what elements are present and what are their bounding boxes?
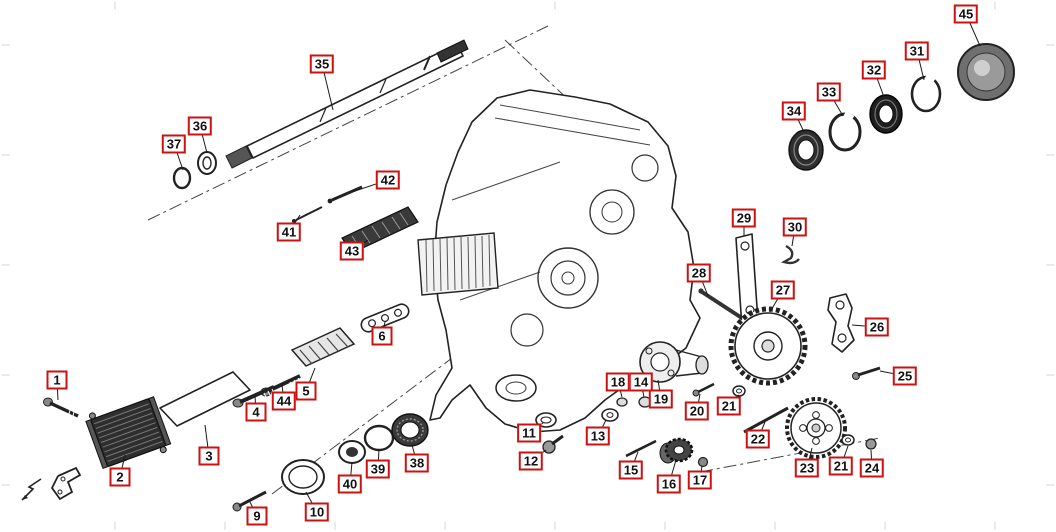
part-callout-12: 12: [518, 451, 544, 471]
part-callout-10: 10: [304, 502, 330, 522]
drawing-snap-ring-33: [828, 110, 862, 152]
drawing-bearing-34: [788, 129, 824, 171]
drawing-gear-23: [785, 397, 847, 459]
part-callout-20: 20: [684, 401, 710, 421]
part-callout-41: 41: [276, 222, 302, 242]
part-callout-29: 29: [731, 208, 757, 228]
part-callout-31: 31: [904, 41, 930, 61]
drawing-bushing-18: [616, 397, 628, 407]
part-callout-42: 42: [375, 170, 401, 190]
part-callout-25: 25: [892, 366, 918, 386]
drawing-plate-6: [360, 303, 410, 333]
part-callout-38: 38: [404, 453, 430, 473]
part-callout-44: 44: [271, 391, 297, 411]
part-callout-21b: 21: [828, 456, 854, 476]
drawing-gear-16: [659, 437, 694, 464]
part-callout-40: 40: [337, 474, 363, 494]
part-callout-3: 3: [198, 446, 220, 466]
drawing-oil-cooler-2: [85, 396, 172, 470]
part-callout-18: 18: [605, 372, 631, 392]
drawing-crankcase: [417, 89, 701, 433]
part-callout-22: 22: [745, 429, 771, 449]
part-callout-34: 34: [781, 101, 807, 121]
drawing-block-5: [290, 327, 356, 367]
part-callout-19: 19: [648, 389, 674, 409]
drawing-pin-22: [743, 406, 789, 434]
part-callout-33: 33: [816, 82, 842, 102]
drawing-nut-17: [697, 456, 709, 468]
drawing-bolt-25: [852, 366, 881, 380]
part-callout-26: 26: [864, 317, 890, 337]
drawing-cap-45: [957, 43, 1015, 101]
part-callout-35: 35: [309, 54, 335, 74]
drawing-bearing-32: [869, 94, 903, 134]
part-callout-37: 37: [161, 134, 187, 154]
part-callout-30: 30: [782, 217, 808, 237]
drawing-bolt-1: [43, 397, 79, 418]
part-callout-4: 4: [245, 402, 267, 422]
part-callout-23: 23: [794, 458, 820, 478]
drawing-arrow-symbol: [21, 478, 42, 501]
drawing-knurled-ring-38: [391, 413, 429, 447]
drawing-nut-24: [865, 438, 877, 450]
part-callout-9: 9: [246, 506, 268, 526]
part-callout-45: 45: [953, 4, 979, 24]
part-callout-13: 13: [585, 426, 611, 446]
part-callout-21a: 21: [716, 396, 742, 416]
part-callout-28: 28: [686, 263, 712, 283]
part-callout-15: 15: [618, 460, 644, 480]
part-callout-5: 5: [295, 381, 317, 401]
drawing-bracket-lower-left: [50, 466, 82, 501]
part-callout-27: 27: [770, 280, 796, 300]
drawing-washer-21a: [732, 385, 746, 397]
drawing-spacer-13: [601, 408, 619, 422]
part-callout-11: 11: [517, 423, 541, 443]
drawing-bolt-4: [232, 385, 275, 408]
drawing-gear-27: [728, 306, 808, 386]
drawing-bracket-26: [827, 293, 855, 353]
part-callout-2: 2: [109, 467, 131, 487]
drawing-snap-ring-31: [910, 73, 942, 113]
drawing-bolt-9: [232, 490, 267, 512]
part-callout-39: 39: [365, 459, 391, 479]
part-callout-6: 6: [371, 326, 393, 346]
part-callout-1: 1: [46, 370, 68, 390]
part-callout-17: 17: [687, 470, 713, 490]
drawing-main-shaft: [225, 39, 469, 169]
drawing-ring-10: [281, 459, 325, 495]
part-callout-16: 16: [656, 474, 682, 494]
part-callout-43: 43: [339, 241, 365, 261]
part-callout-32: 32: [861, 60, 887, 80]
part-callout-36: 36: [187, 116, 213, 136]
drawing-washer-21b: [841, 434, 855, 446]
drawing-gasket-3: [159, 371, 251, 427]
part-callout-24: 24: [859, 458, 885, 478]
drawing-clip-30: [780, 244, 800, 265]
drawing-motor-19: [639, 341, 709, 383]
